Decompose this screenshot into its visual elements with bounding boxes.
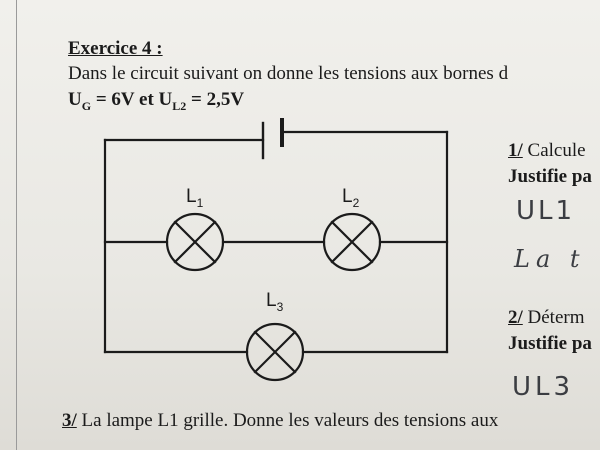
question-3: 3/ La lampe L1 grille. Donne les valeurs…	[62, 410, 498, 432]
question-3-number: 3/	[62, 410, 77, 431]
ug-subscript: G	[81, 98, 92, 113]
given-values: UG = 6V et UL2 = 2,5V	[68, 89, 244, 114]
question-2: 2/ Déterm	[508, 307, 585, 329]
lamp-l2-symbol	[322, 212, 382, 272]
exercise-title: Exercice 4 :	[68, 38, 163, 59]
question-1-number: 1/	[508, 140, 523, 161]
lamp-l1-label: L1	[186, 186, 204, 210]
question-2-justify: Justifie pa	[508, 333, 592, 354]
ug-symbol: U	[68, 89, 82, 110]
ug-value: = 6V et	[91, 89, 159, 110]
lamp-l3-label: L3	[266, 290, 284, 314]
lamp-l1-symbol	[165, 212, 225, 272]
handwritten-answer-1: UL1	[516, 196, 576, 226]
exercise-intro: Dans le circuit suivant on donne les ten…	[68, 63, 509, 84]
ul2-value: = 2,5V	[186, 89, 245, 110]
margin-line	[16, 0, 17, 450]
ul2-subscript: L2	[172, 98, 187, 113]
question-1-text: Calcule	[522, 140, 586, 161]
lamp-l3-symbol	[245, 322, 305, 382]
lamp-l2-label: L2	[342, 186, 360, 210]
question-2-text: Déterm	[522, 307, 585, 328]
question-2-number: 2/	[508, 307, 523, 328]
handwritten-answer-2: UL3	[512, 372, 575, 402]
question-3-text: La lampe L1 grille. Donne les valeurs de…	[76, 410, 499, 431]
question-1: 1/ Calcule	[508, 140, 586, 162]
ul2-symbol: U	[158, 89, 173, 110]
handwritten-answer-1-line2: La t	[514, 245, 586, 273]
question-1-justify: Justifie pa	[508, 166, 592, 187]
